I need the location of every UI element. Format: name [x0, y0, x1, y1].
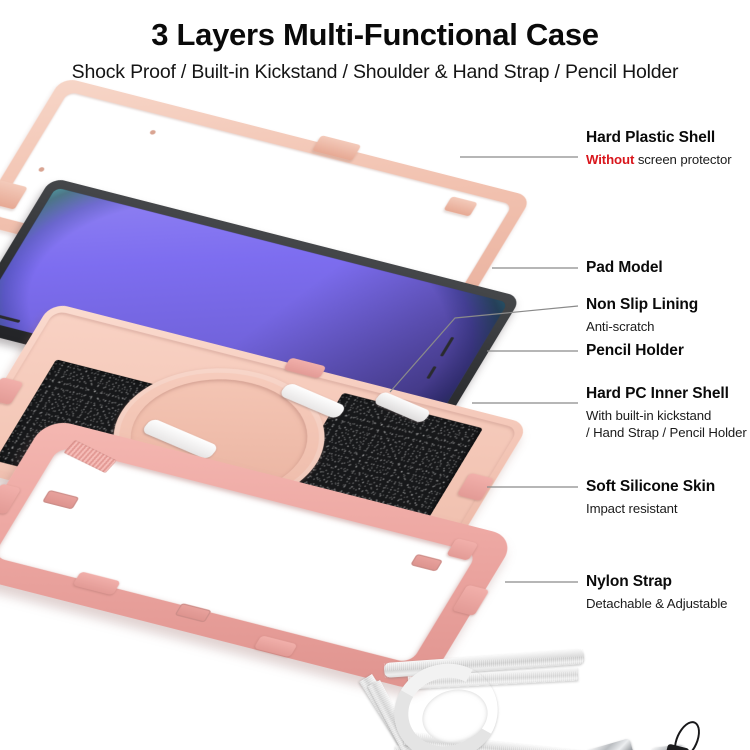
annotation-title: Pad Model — [586, 259, 663, 276]
annotation-hard-pc-inner-shell: Hard PC Inner Shell With built-in kickst… — [586, 385, 747, 440]
annotation-pencil-holder: Pencil Holder — [586, 342, 684, 360]
header: 3 Layers Multi-Functional Case Shock Pro… — [0, 0, 750, 83]
strap-buckle — [585, 738, 637, 750]
annotation-title: Hard PC Inner Shell — [586, 385, 729, 402]
nylon-strap-layer — [359, 649, 720, 750]
without-highlight: Without — [586, 152, 635, 167]
annotation-hard-plastic-shell: Hard Plastic Shell Without screen protec… — [586, 129, 732, 167]
annotation-subtitle: With built-in kickstand — [586, 408, 712, 423]
annotation-title: Pencil Holder — [586, 342, 684, 359]
annotation-subtitle: Detachable & Adjustable — [586, 596, 728, 611]
annotation-non-slip-lining: Non Slip Lining Anti-scratch — [586, 296, 698, 334]
annotation-nylon-strap: Nylon Strap Detachable & Adjustable — [586, 573, 728, 611]
annotation-title: Non Slip Lining — [586, 296, 699, 313]
exploded-product-illustration: SAMSUNG — [0, 76, 720, 750]
annotation-soft-silicone-skin: Soft Silicone Skin Impact resistant — [586, 478, 715, 516]
page-title: 3 Layers Multi-Functional Case — [151, 17, 599, 52]
annotation-title: Nylon Strap — [586, 573, 672, 590]
annotation-subtitle-2: / Hand Strap / Pencil Holder — [586, 425, 747, 440]
page-subtitle: Shock Proof / Built-in Kickstand / Shoul… — [71, 61, 679, 83]
annotation-title: Hard Plastic Shell — [586, 129, 716, 146]
annotation-subtitle: Impact resistant — [586, 501, 678, 516]
annotation-pad-model: Pad Model — [586, 259, 663, 277]
annotation-subtitle: Without screen protector — [586, 152, 732, 167]
annotation-subtitle: Anti-scratch — [586, 319, 655, 334]
annotation-title: Soft Silicone Skin — [586, 478, 716, 495]
annotation-subtitle-rest: screen protector — [634, 152, 732, 167]
